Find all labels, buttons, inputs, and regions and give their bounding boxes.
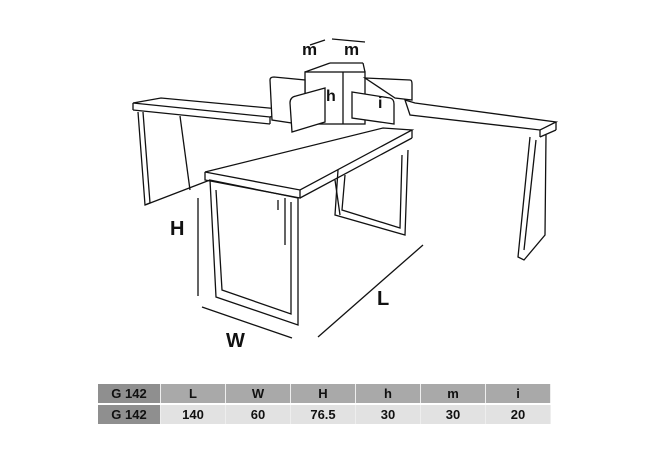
header-W: W [226, 384, 291, 403]
dimension-m-right: m [344, 40, 360, 59]
dimension-H: H [170, 218, 185, 240]
value-L: 140 [161, 405, 226, 424]
value-h: 30 [356, 405, 421, 424]
value-i: 20 [486, 405, 551, 424]
header-i: i [486, 384, 551, 403]
dimension-m-left: m [302, 40, 318, 59]
dimension-i: i [378, 95, 383, 112]
watermark: choobforoosh.com [300, 423, 398, 432]
spec-value-row: G 142 140 60 76.5 30 30 20 [98, 405, 551, 424]
value-m: 30 [421, 405, 486, 424]
value-W: 60 [226, 405, 291, 424]
l-dimension-line [317, 244, 424, 338]
partitions [269, 38, 413, 133]
right-desk [403, 99, 559, 261]
value-model: G 142 [98, 405, 161, 424]
dimension-h: h [326, 88, 336, 105]
front-desk [204, 127, 415, 326]
header-H: H [291, 384, 356, 403]
header-model: G 142 [98, 384, 161, 403]
dimension-W: W [226, 330, 245, 352]
dimension-L: L [377, 288, 390, 310]
value-H: 76.5 [291, 405, 356, 424]
header-L: L [161, 384, 226, 403]
w-dimension-line [201, 306, 293, 339]
spec-table: G 142 L W H h m i G 142 140 60 76.5 30 3… [98, 382, 551, 426]
header-m: m [421, 384, 486, 403]
header-h: h [356, 384, 421, 403]
left-desk [132, 97, 291, 206]
spec-header-row: G 142 L W H h m i [98, 384, 551, 403]
